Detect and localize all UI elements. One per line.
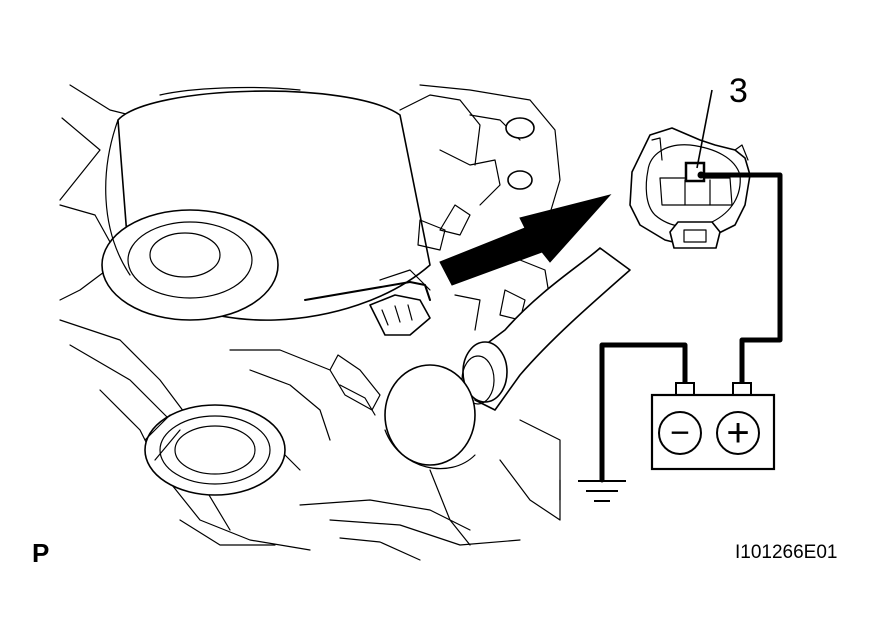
sensor-connector-on-engine	[329, 294, 431, 416]
callout-number: 3	[729, 72, 748, 110]
engine-bay-drawing	[59, 84, 631, 561]
negative-wire	[599, 342, 688, 483]
connector-enlarged	[629, 127, 751, 249]
positive-wire	[698, 172, 783, 386]
hose	[384, 247, 631, 470]
battery-negative-symbol: −	[670, 414, 690, 452]
figure-code: I101266E01	[735, 542, 838, 563]
pulley	[144, 349, 331, 496]
callout-leader	[696, 89, 713, 169]
battery-negative-terminal-icon	[658, 411, 702, 455]
battery-positive-symbol: +	[726, 411, 749, 455]
engine-block	[379, 84, 561, 331]
battery-positive-terminal-icon	[716, 411, 760, 455]
oil-filter	[101, 86, 431, 321]
battery-icon: − +	[650, 382, 776, 471]
ground-icon	[578, 480, 626, 502]
view-label: P	[32, 538, 49, 568]
direction-arrow	[439, 194, 612, 286]
linkage-rod	[304, 281, 431, 301]
